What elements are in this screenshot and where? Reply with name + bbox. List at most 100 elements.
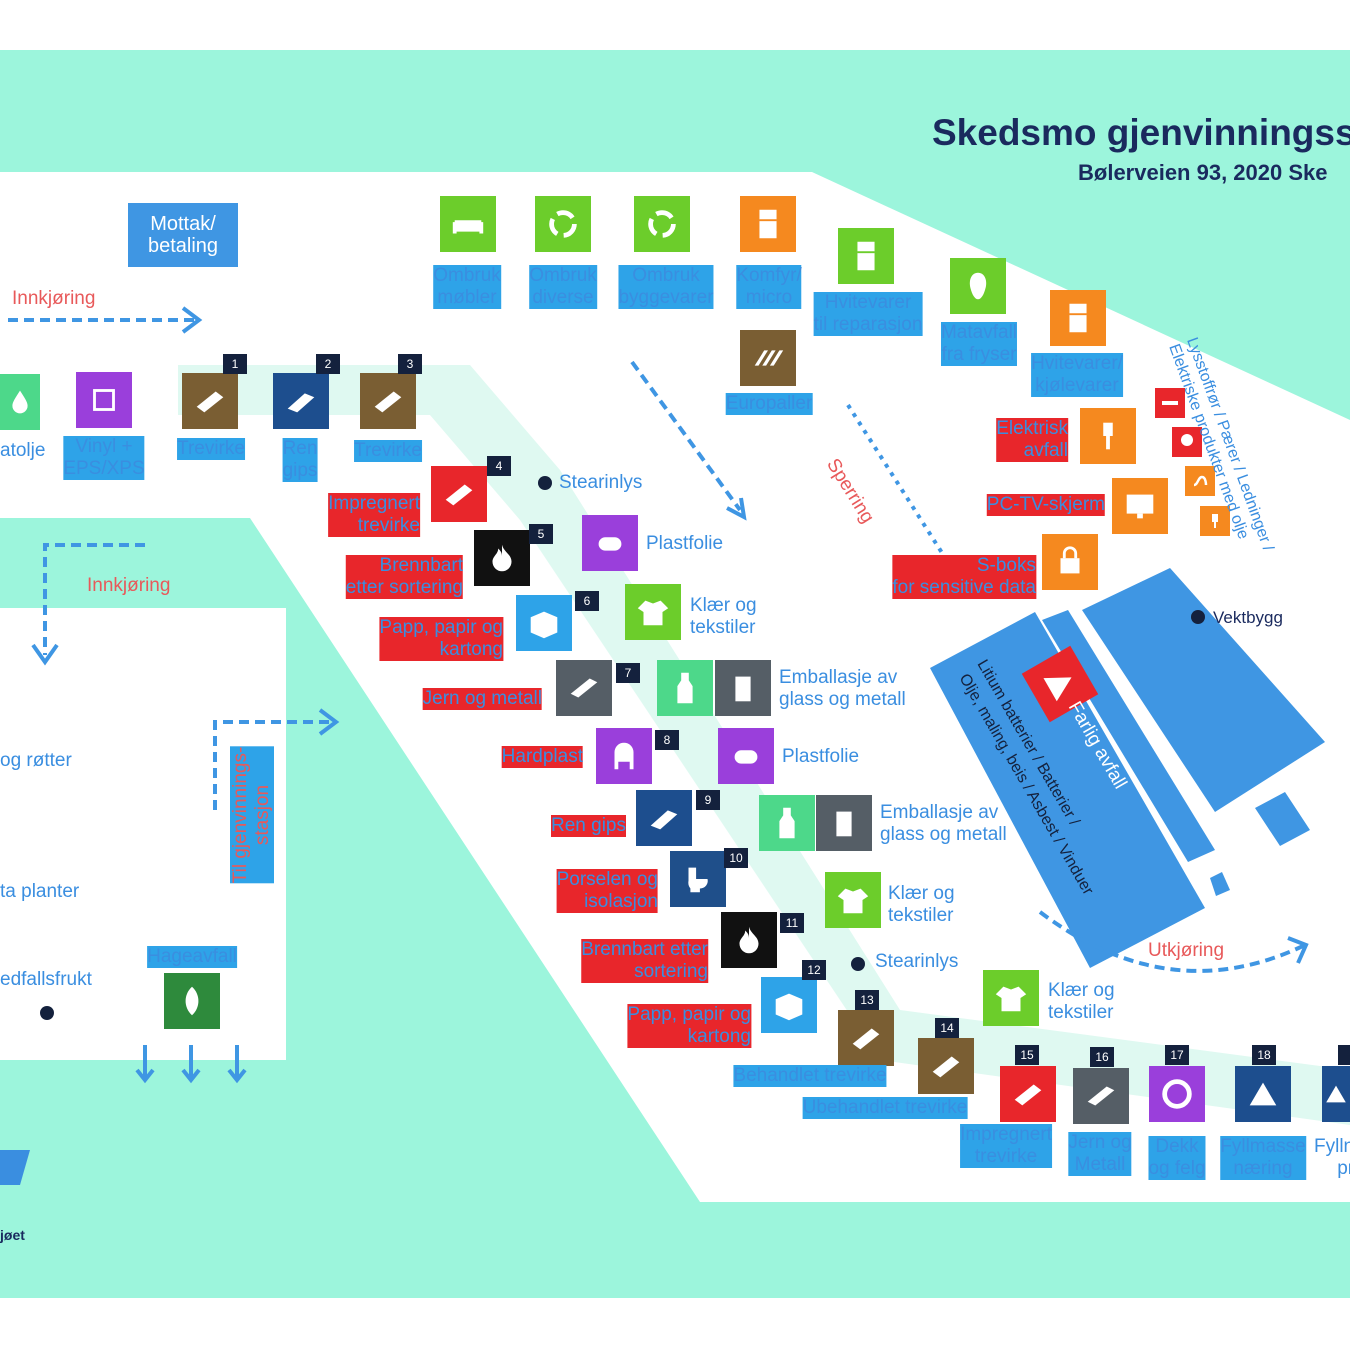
pc-tv-label: PC-TV-skjerm [986,494,1105,516]
station-5-icon [474,530,530,586]
station-15-icon [1000,1066,1056,1122]
station-9-label: Ren gips [551,815,626,837]
station-8-icon [596,728,652,784]
station-1-label: Trevirke [177,438,245,460]
nedfall-label: edfallsfrukt [0,969,92,990]
hageavfall-icon [164,973,220,1029]
plastfolie-icon-2 [718,728,774,784]
station-16-label: Jern og Metall [1068,1132,1132,1176]
station-11-number: 11 [780,913,804,933]
station-12-label: Papp, papir og kartong [627,1004,751,1048]
station-2-label: Ren gips [282,438,318,482]
glass-icon-1 [657,660,713,716]
metall-icon-1 [715,660,771,716]
emballasje-label-1: Emballasje av glass og metall [779,667,906,710]
station-3-label: Trevirke [354,440,422,462]
station-1-icon [182,373,238,429]
weigh-point [1191,610,1205,624]
plastfolie-label-1: Plastfolie [646,533,724,554]
station-14-label: Ubehandlet trevirke [802,1097,968,1119]
elektrisk-icon [1080,408,1136,464]
hvitevarer-kjol-label: Hvitevarer/ kjølevarer [1031,353,1123,397]
station-6-number: 6 [575,591,599,611]
station-7-number: 7 [616,663,640,683]
site-address: Bølerveien 93, 2020 Ske [1078,160,1328,185]
station-19-number [1338,1045,1350,1065]
exit-label: Utkjøring [1148,940,1225,961]
station-6-label: Papp, papir og kartong [379,617,503,661]
station-18-icon [1235,1066,1291,1122]
station-2-icon [273,373,329,429]
entry-label-1: Innkjøring [12,288,96,309]
page-title: Skedsmo gjenvinningss [932,112,1350,153]
station-9-number: 9 [696,790,720,810]
hazard-building [930,612,1205,968]
ombruk-bygg-label: Ombruk byggevarer [618,265,714,309]
elektriske-produkter-icon [1200,506,1230,536]
klaer-icon-2 [825,872,881,928]
planter-label: ta planter [0,881,80,902]
station-18-label: Fyllmasse næring [1220,1136,1306,1180]
station-17-label: Dekk og felg [1148,1136,1206,1180]
europaller-icon [740,330,796,386]
station-13-label: Behandlet trevirke [733,1065,887,1087]
station-11-icon [721,912,777,968]
s-boks-icon [1042,534,1098,590]
weigh-building [1082,568,1325,812]
matavfall-label: Matavfall fra fryser [940,322,1018,366]
klaer-icon-3 [983,970,1039,1026]
paerer-icon [1172,427,1202,457]
station-6-icon [516,595,572,651]
station-14-icon [918,1038,974,1094]
vinyl-label: Vinyl + EPS/XPS [63,436,145,480]
stearinlys-point-1 [538,476,552,490]
ombruk-diverse-label: Ombruk diverse [529,265,597,309]
station-4-number: 4 [487,456,511,476]
station-12-icon [761,977,817,1033]
station-10-number: 10 [724,848,748,868]
station-15-label: Impregnert trevirke [960,1124,1052,1168]
station-17-icon [1149,1066,1205,1122]
station-10-label: Porselen og isolasjon [556,869,658,913]
ombruk-diverse-icon [535,196,591,252]
pc-tv-icon [1112,478,1168,534]
station-7-icon [556,660,612,716]
weigh-label: Vektbygg [1213,608,1283,627]
elektrisk-label: Elektrisk avfall [996,418,1068,462]
emballasje-label-2: Emballasje av glass og metall [880,802,1007,845]
matolje-label: atolje [0,440,46,461]
matolje-icon [0,374,40,430]
ombruk-mobler-icon [440,196,496,252]
hvitevarer-kjol-icon [1050,290,1106,346]
s-boks-label: S-boks for sensitive data [892,555,1036,599]
vinyl-icon [76,372,132,428]
nedfall-point [40,1006,54,1020]
stearinlys-point-2 [851,957,865,971]
klaer-label-2: Klær og tekstiler [888,883,955,926]
station-15-number: 15 [1015,1045,1039,1065]
station-5-label: Brennbart etter sortering [345,555,463,599]
station-17-number: 17 [1165,1045,1189,1065]
klaer-label-1: Klær og tekstiler [690,595,757,638]
station-12-number: 12 [802,960,826,980]
station-5-number: 5 [529,524,553,544]
reception-box: Mottak/ betaling [128,203,238,267]
hageavfall-label: Hageavfall [147,946,237,968]
station-8-number: 8 [655,730,679,750]
station-2-number: 2 [316,354,340,374]
station-11-label: Brennbart etter sortering [581,939,708,983]
station-18-number: 18 [1252,1045,1276,1065]
klaer-icon-1 [625,584,681,640]
hazard-icon [1021,645,1099,723]
station-14-number: 14 [935,1018,959,1038]
station-13-icon [838,1010,894,1066]
ledninger-icon [1185,466,1215,496]
hvitevarer-rep-icon [838,228,894,284]
station-8-label: Hardplast [501,746,583,768]
matavfall-icon [950,258,1006,314]
station-10-icon [670,851,726,907]
station-19-label: Fylln pr [1314,1136,1350,1179]
stearinlys-label-2: Stearinlys [875,951,959,972]
station-16-icon [1073,1068,1129,1124]
stearinlys-label-1: Stearinlys [559,472,643,493]
